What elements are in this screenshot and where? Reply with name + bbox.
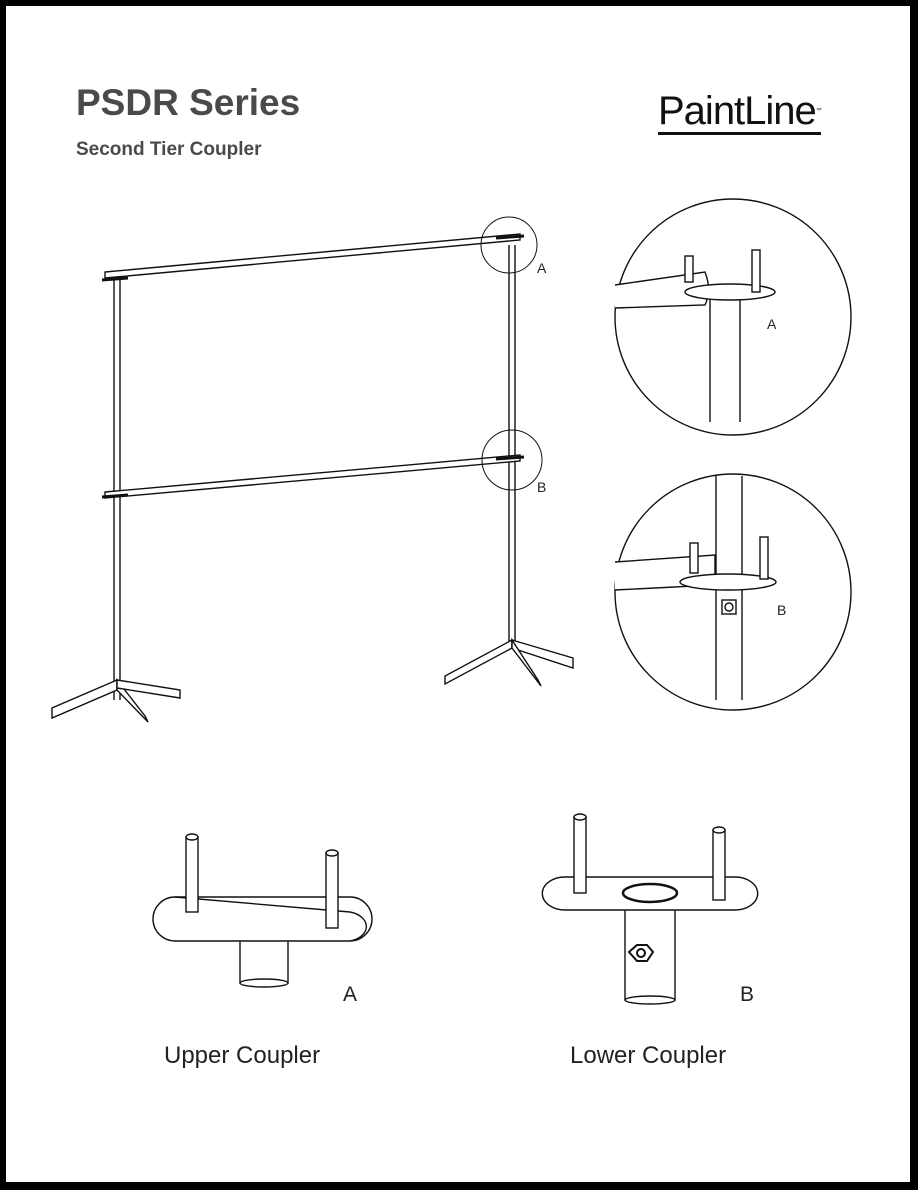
upper-coupler-drawing (152, 833, 373, 988)
document-page: PSDR Series Second Tier Coupler PaintLin… (6, 6, 910, 1182)
detail-a-label: A (767, 316, 777, 332)
lower-coupler-caption: Lower Coupler (570, 1042, 727, 1069)
page-subtitle: Second Tier Coupler (76, 139, 262, 160)
part-b-letter: B (740, 983, 755, 1006)
trademark: ™ (815, 108, 822, 114)
callout-b-label: B (537, 479, 547, 495)
brand-logo: PaintLine™ (658, 89, 822, 135)
detail-b-label: B (777, 602, 787, 618)
lower-coupler-drawing (541, 813, 759, 1005)
logo-text: PaintLine (658, 89, 817, 133)
stand-frame (51, 216, 574, 723)
part-a-letter: A (343, 983, 358, 1006)
page-title: PSDR Series (76, 82, 301, 123)
callout-a-label: A (537, 260, 547, 276)
upper-coupler-caption: Upper Coupler (164, 1042, 321, 1069)
detail-b-drawing (614, 473, 852, 711)
detail-a-drawing (614, 198, 852, 436)
